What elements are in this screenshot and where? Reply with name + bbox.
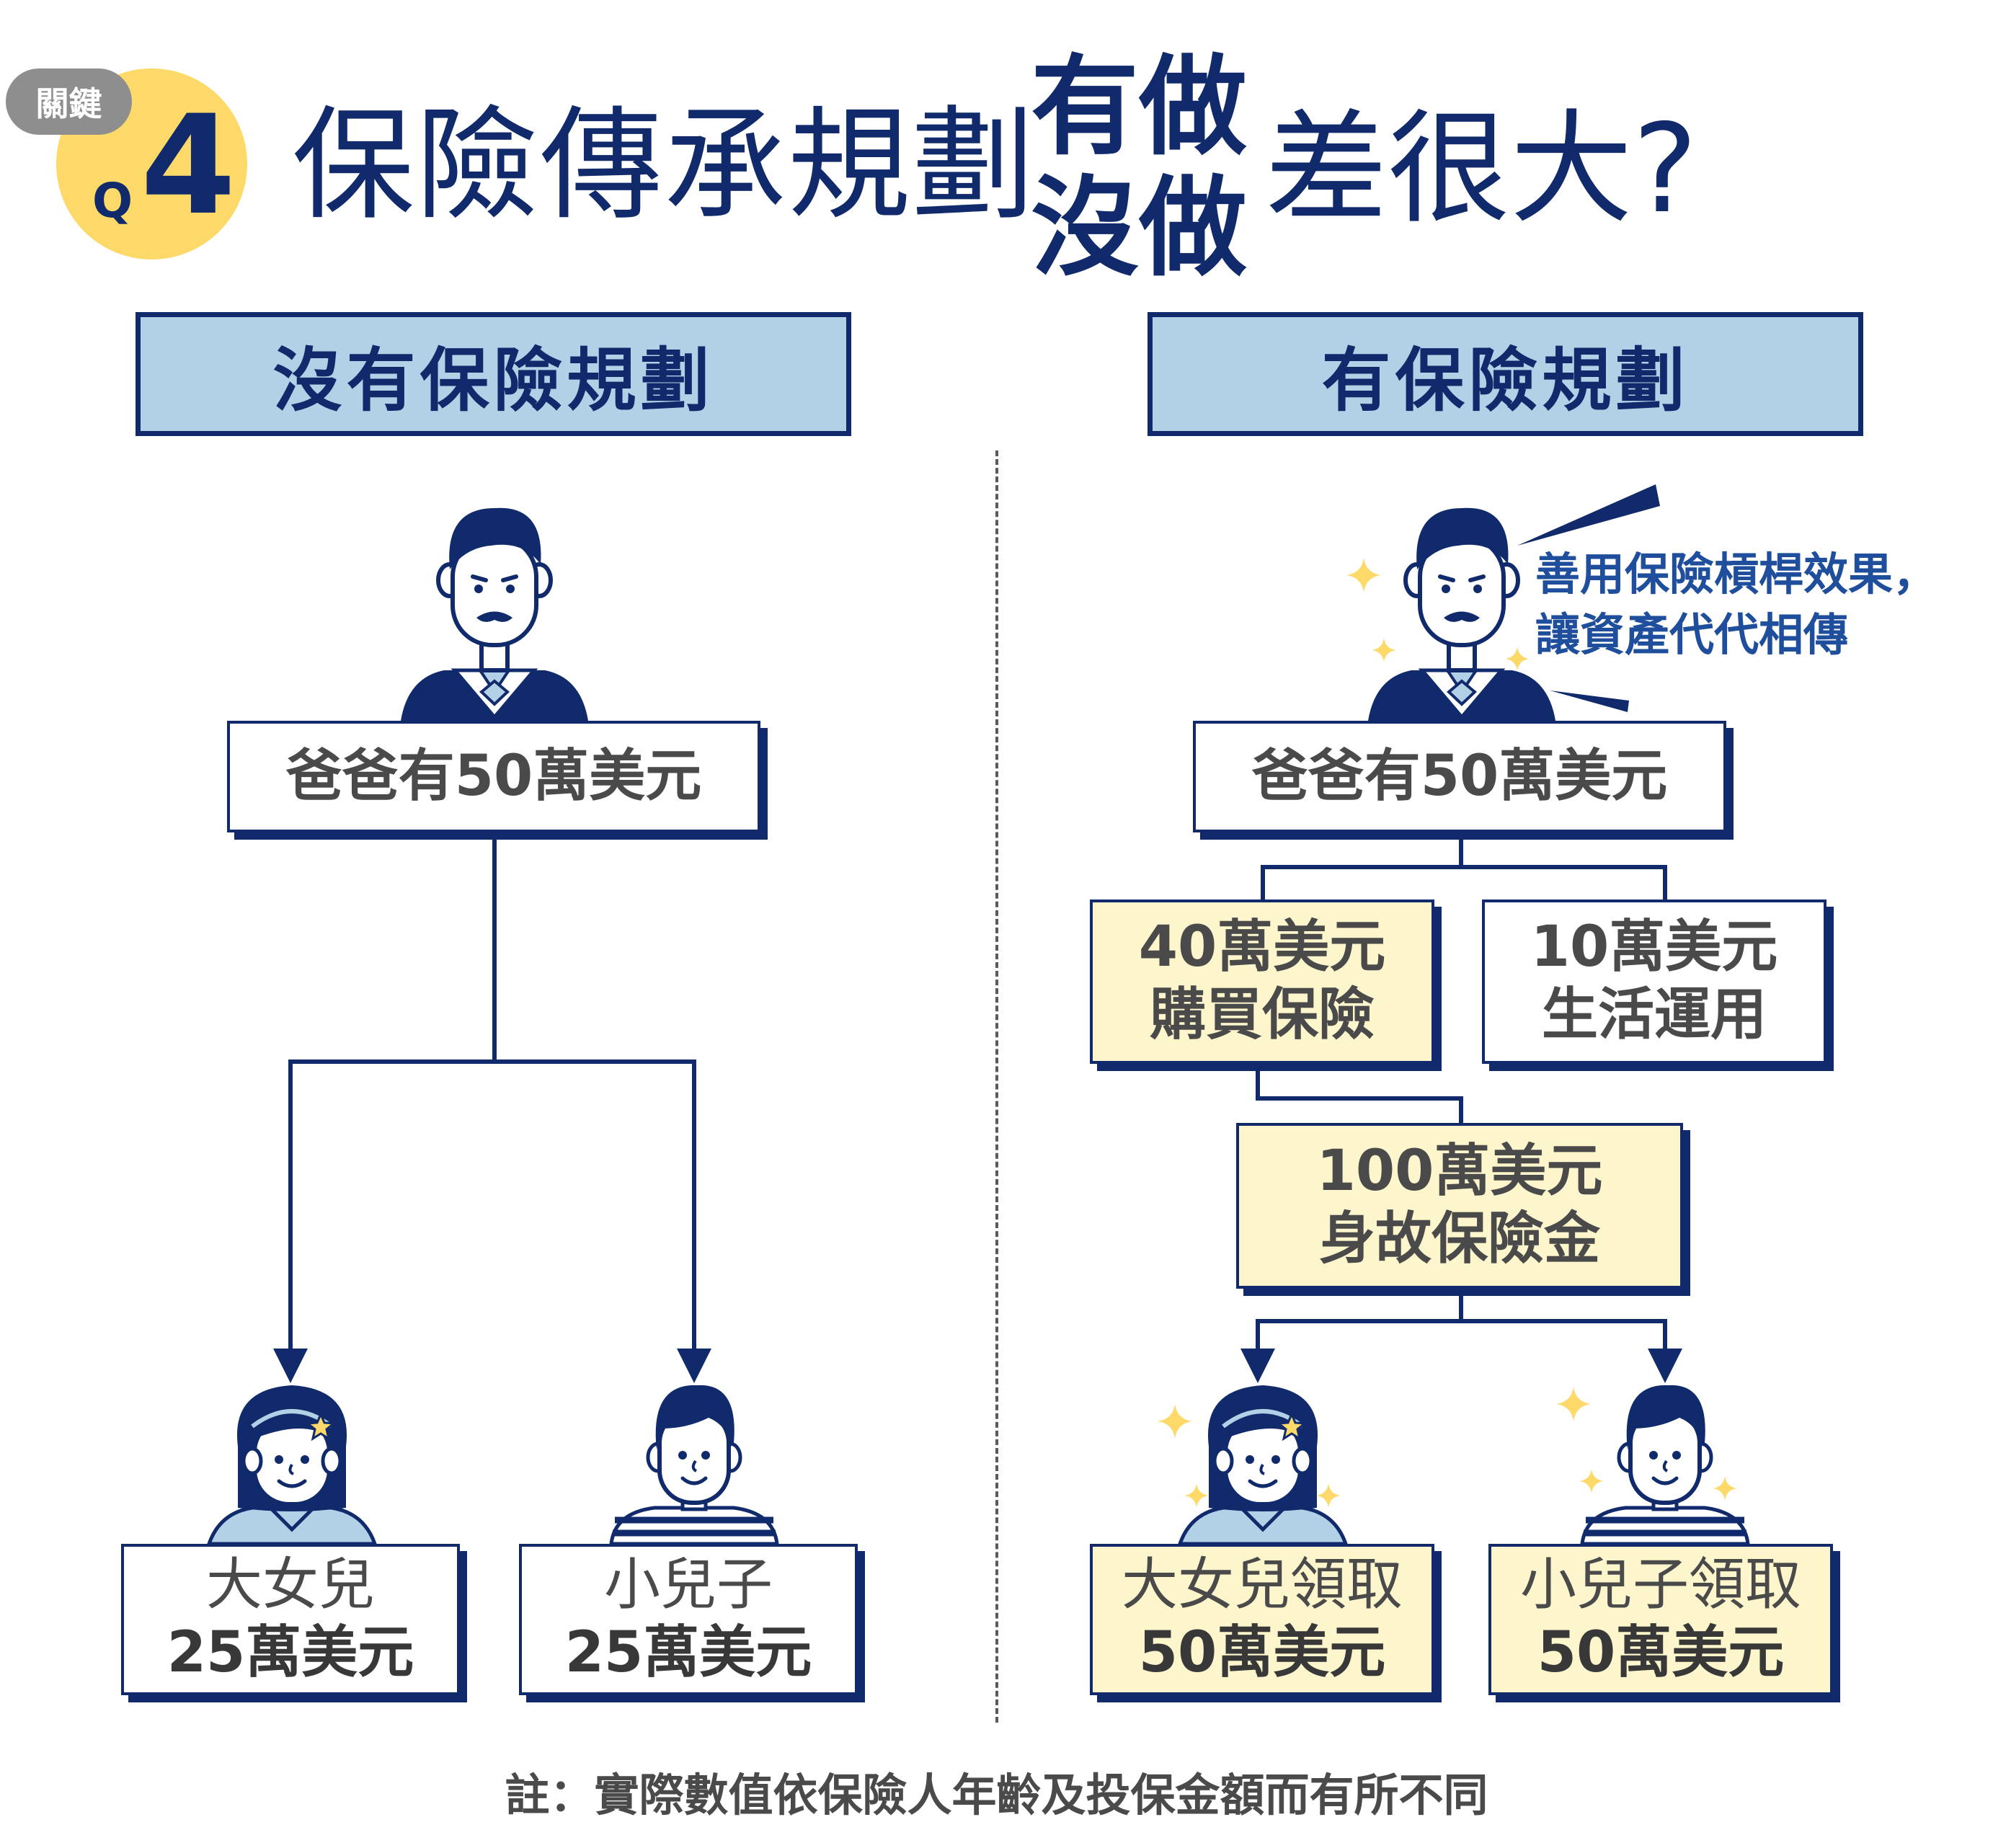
death-benefit-box: 100萬美元 身故保險金	[1236, 1123, 1683, 1289]
callout-line2: 讓資產代代相傳	[1535, 608, 1849, 661]
left-father-label: 爸爸有50萬美元	[285, 743, 702, 809]
footnote: 註：實際數值依保險人年齡及投保金額而有所不同	[505, 1769, 1488, 1821]
right-son-amount: 50萬美元	[1537, 1620, 1785, 1685]
leverage-callout: 善用保險槓桿效果， 讓資產代代相傳	[1535, 544, 1937, 665]
q-number: 4	[141, 86, 236, 245]
exclaim-line-bottom	[1550, 690, 1629, 712]
left-son-amount: 25萬美元	[564, 1620, 812, 1685]
living-amount: 10萬美元	[1530, 915, 1778, 980]
right-connectors	[1240, 836, 1682, 1383]
right-father-box: 爸爸有50萬美元	[1193, 721, 1726, 832]
left-son-figure	[611, 1385, 777, 1544]
q-letter: Q	[92, 173, 133, 228]
left-daughter-box: 大女兒 25萬美元	[121, 1544, 460, 1695]
sparkle-icon	[1184, 1483, 1209, 1508]
left-daughter-name: 大女兒	[205, 1552, 375, 1618]
title-emphasis-line1: 有做	[1031, 45, 1248, 170]
right-section-header: 有保險規劃	[1148, 312, 1863, 436]
left-father-box: 爸爸有50萬美元	[227, 721, 760, 832]
right-daughter-name: 大女兒領取	[1121, 1552, 1403, 1618]
insurance-amount: 40萬美元	[1138, 915, 1386, 980]
title-emphasis-line2: 沒做	[1031, 166, 1248, 291]
sparkle-icon	[1372, 638, 1396, 662]
left-father-figure	[401, 508, 588, 721]
living-label: 生活運用	[1541, 982, 1767, 1047]
left-connectors	[273, 836, 711, 1383]
sparkle-icon	[1158, 1404, 1192, 1439]
right-daughter-box: 大女兒領取 50萬美元	[1090, 1544, 1434, 1695]
insurance-label: 購買保險	[1149, 982, 1375, 1047]
left-daughter-figure	[209, 1385, 375, 1544]
right-son-name: 小兒子領取	[1519, 1552, 1801, 1618]
title-emphasis: 有做 沒做	[1031, 47, 1247, 289]
left-son-box: 小兒子 25萬美元	[519, 1544, 858, 1695]
sparkle-icon	[1346, 558, 1381, 592]
title-main: 保險傳承規劃	[292, 94, 1037, 237]
right-son-box: 小兒子領取 50萬美元	[1488, 1544, 1833, 1695]
callout-line1: 善用保險槓桿效果，	[1535, 548, 1938, 600]
exclaim-line-top	[1517, 484, 1660, 546]
right-daughter-amount: 50萬美元	[1138, 1620, 1386, 1685]
living-expense-box: 10萬美元 生活運用	[1482, 899, 1826, 1064]
center-divider	[995, 450, 998, 1723]
left-daughter-amount: 25萬美元	[167, 1620, 414, 1685]
death-benefit-amount: 100萬美元	[1316, 1139, 1603, 1204]
sparkle-icon	[1505, 647, 1530, 671]
death-benefit-label: 身故保險金	[1318, 1207, 1600, 1271]
right-father-label: 爸爸有50萬美元	[1251, 743, 1668, 809]
title-end: 差很大?	[1265, 98, 1698, 241]
right-son-figure	[1582, 1385, 1748, 1544]
right-daughter-figure	[1180, 1385, 1346, 1544]
sparkle-icon	[1316, 1483, 1341, 1508]
sparkle-icon	[1556, 1387, 1591, 1421]
left-son-name: 小兒子	[603, 1552, 773, 1618]
sparkle-icon	[1713, 1476, 1737, 1501]
insurance-purchase-box: 40萬美元 購買保險	[1090, 899, 1434, 1064]
key-badge: 關鍵	[6, 68, 132, 135]
right-father-figure	[1368, 508, 1555, 721]
left-section-header: 沒有保險規劃	[136, 312, 851, 436]
sparkle-icon	[1579, 1469, 1604, 1493]
